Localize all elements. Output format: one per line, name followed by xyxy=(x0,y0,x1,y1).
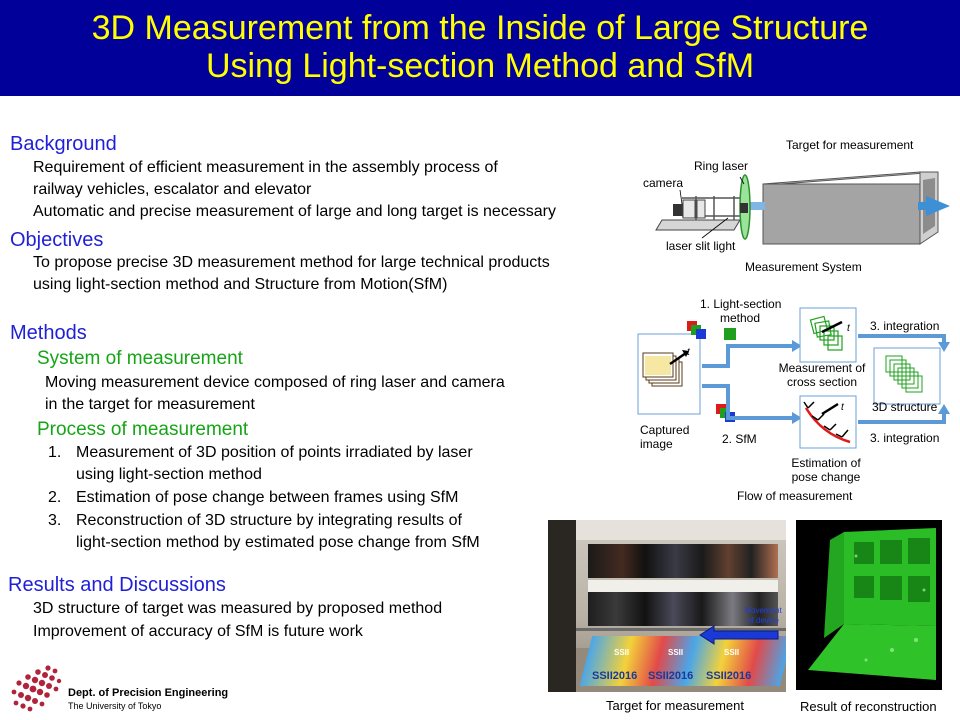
results-line-2: Improvement of accuracy of SfM is future… xyxy=(33,623,363,640)
movement-arrow-icon xyxy=(699,625,779,645)
banner-text-2: SSII xyxy=(668,648,684,657)
reconstruction-point-cloud xyxy=(808,528,936,680)
step1-line-1: 1. Light-section xyxy=(700,297,782,311)
system-caption: Measurement System xyxy=(745,260,862,274)
process-item-2-line-1: Estimation of pose change between frames… xyxy=(76,489,459,506)
ring-laser-label: Ring laser xyxy=(694,159,749,173)
system-line-2: in the target for measurement xyxy=(45,396,255,413)
system-heading: System of measurement xyxy=(37,348,243,369)
process-num-1: 1. xyxy=(48,444,62,461)
process-num-2: 2. xyxy=(48,489,62,506)
sfm-label: 2. SfM xyxy=(722,432,757,446)
integration-bottom-label: 3. integration xyxy=(870,431,940,445)
measurement-system-figure xyxy=(655,171,950,245)
cross-section-line-2: cross section xyxy=(786,375,858,389)
pose-line-1: Estimation of xyxy=(791,456,861,470)
reconstruction-caption: Result of reconstruction xyxy=(800,699,937,714)
objectives-heading: Objectives xyxy=(10,229,104,251)
target-label: Target for measurement xyxy=(786,138,914,152)
process-item-1-line-2: using light-section method xyxy=(76,466,262,483)
t-label-pose: t xyxy=(841,402,844,413)
background-line-2: railway vehicles, escalator and elevator xyxy=(33,181,312,198)
results-heading: Results and Discussions xyxy=(8,574,226,596)
movement-line-2: of device xyxy=(746,616,780,625)
banner-text-1: SSII xyxy=(614,648,630,657)
dept-logo-icon xyxy=(11,665,62,712)
banner-year-text-3: SSII2016 xyxy=(706,670,752,682)
captured-line-2: image xyxy=(640,437,673,451)
banner-text-3: SSII xyxy=(724,648,740,657)
system-line-1: Moving measurement device composed of ri… xyxy=(45,374,505,391)
photo-caption: Target for measurement xyxy=(606,698,745,713)
background-line-3: Automatic and precise measurement of lar… xyxy=(33,203,556,220)
background-heading: Background xyxy=(10,133,117,155)
slit-light-label: laser slit light xyxy=(666,239,736,253)
process-num-3: 3. xyxy=(48,512,62,529)
objectives-line-2: using light-section method and Structure… xyxy=(33,276,448,293)
flow-figure xyxy=(637,307,950,449)
background-line-1: Requirement of efficient measurement in … xyxy=(33,159,498,176)
flow-caption: Flow of measurement xyxy=(737,489,853,503)
objectives-line-1: To propose precise 3D measurement method… xyxy=(33,254,550,271)
process-heading: Process of measurement xyxy=(37,419,249,440)
integration-top-label: 3. integration xyxy=(870,319,940,333)
banner-year-text-1: SSII2016 xyxy=(592,670,638,682)
title-line-2: Using Light-section Method and SfM xyxy=(205,47,755,85)
t-label-captured: t xyxy=(687,347,690,358)
pose-line-2: pose change xyxy=(791,470,861,484)
captured-line-1: Captured xyxy=(640,423,690,437)
t-label-top: t xyxy=(847,323,850,334)
reconstruction-image xyxy=(796,520,942,690)
camera-label: camera xyxy=(643,176,684,190)
logo-line-2: The University of Tokyo xyxy=(68,701,162,711)
process-item-1-line-1: Measurement of 3D position of points irr… xyxy=(76,444,473,461)
title-line-1: 3D Measurement from the Inside of Large … xyxy=(91,9,869,47)
methods-heading: Methods xyxy=(10,322,87,344)
target-photo: SSII SSII SSII SSII2016 SSII2016 SSII201… xyxy=(548,520,786,692)
movement-line-1: Movement xyxy=(744,606,782,615)
results-line-1: 3D structure of target was measured by p… xyxy=(33,600,443,617)
cross-section-line-1: Measurement of xyxy=(778,361,866,375)
structure-label: 3D structure xyxy=(872,400,938,414)
title-banner: 3D Measurement from the Inside of Large … xyxy=(0,0,960,96)
logo-line-1: Dept. of Precision Engineering xyxy=(68,687,229,699)
step1-line-2: method xyxy=(719,311,761,325)
process-item-3-line-1: Reconstruction of 3D structure by integr… xyxy=(76,512,462,529)
banner-year-text-2: SSII2016 xyxy=(648,670,694,682)
process-item-3-line-2: light-section method by estimated pose c… xyxy=(76,534,480,551)
